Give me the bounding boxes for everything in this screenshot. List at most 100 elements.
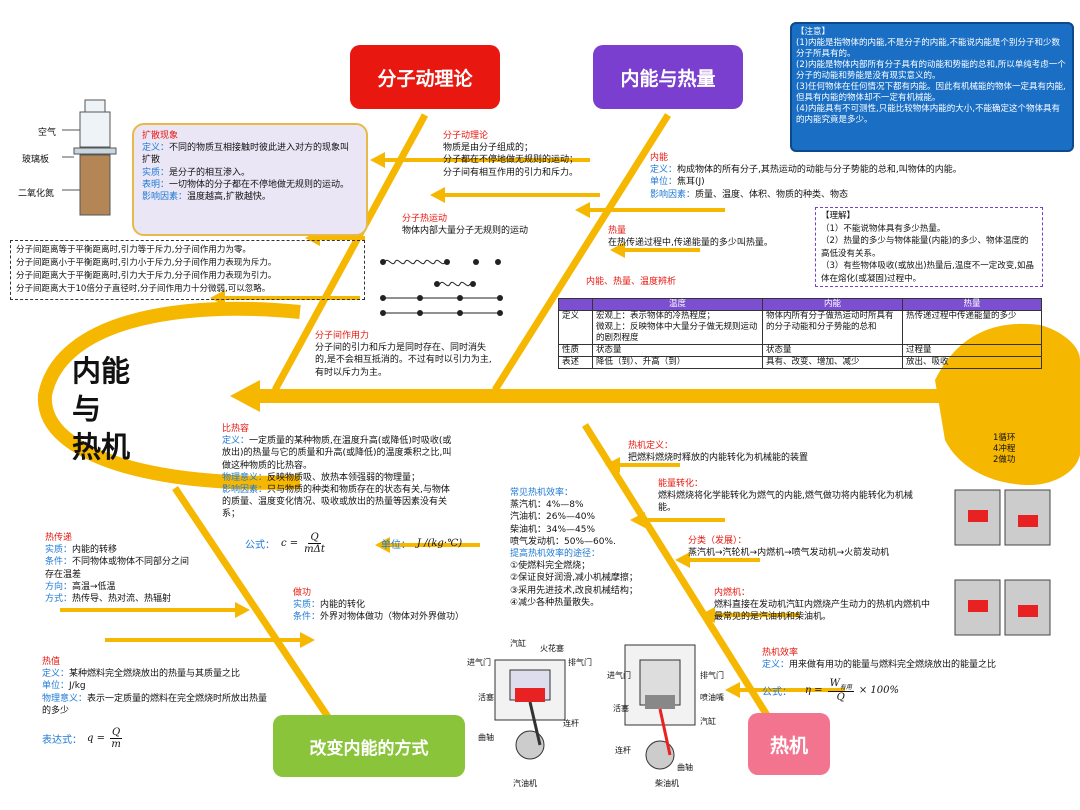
text: 燃料直接在发动机汽缸内燃烧产生动力的热机内燃机中最常见的是汽油机和柴油机。 <box>714 600 931 623</box>
list-item: 喷气发动机：50%—60%. <box>510 536 616 547</box>
heat-transfer-text: 热传递 实质：内能的转移 条件：不同物体或物体不同部分之间存在温差 方向：高温→… <box>45 532 195 605</box>
label: 方向： <box>45 581 73 592</box>
table-cell: 降低（到）、升高（到） <box>592 356 763 369</box>
gas-label-piston: 活塞 <box>478 693 494 702</box>
label: 影响因素： <box>142 192 188 203</box>
table-cell: 状态量 <box>592 344 763 357</box>
list-item: 蒸汽机：4%—8% <box>510 500 584 511</box>
label-air: 空气 <box>38 128 57 138</box>
table-cell: 物体内所有分子做热运动时所具有的分子动能和分子势能的总和 <box>762 310 903 345</box>
list-item: ①使燃料完全燃烧； <box>510 561 591 572</box>
label: 定义： <box>42 669 70 680</box>
formula-subscript: 有用 <box>839 684 852 691</box>
text-line: 分子间有相互作用的引力和斥力。 <box>443 167 579 178</box>
table-header: 热量 <box>902 298 1042 311</box>
formula-c: c = <box>281 538 299 549</box>
label: 条件： <box>293 612 321 623</box>
diffusion-shows: 一切物体的分子都在不停地做无规则的运动。 <box>169 179 350 190</box>
label: 定义： <box>762 660 790 671</box>
text: 反映物质吸、放热本领强弱的物理量； <box>267 472 421 483</box>
table-row: 性质 状态量 状态量 过程量 <box>558 344 1042 357</box>
table-cell: 状态量 <box>762 344 903 357</box>
label: 单位： <box>380 540 411 551</box>
label: 实质： <box>142 167 170 178</box>
diesel-engine-name: 柴油机 <box>655 779 679 788</box>
gas-label-spark-plug: 火花塞 <box>540 644 564 653</box>
list-item: ③采用先进技术,改良机械结构； <box>510 585 638 596</box>
fish-head <box>37 301 301 490</box>
heat-text: 热量 在热传递过程中,传递能量的多少叫热量。 <box>608 225 808 249</box>
text: 焦耳(J) <box>677 177 705 188</box>
engine-def-text: 热机定义： 把燃料燃烧时释放的内能转化为机械能的装置 <box>628 440 878 464</box>
label: 物理意义： <box>42 693 88 704</box>
section-title: 分子间作用力 <box>315 331 370 341</box>
ice-text: 内燃机： 燃料直接在发动机汽缸内燃烧产生动力的热机内燃机中最常见的是汽油机和柴油… <box>714 587 932 624</box>
text-line: 分子都在不停地做无规则的运动； <box>443 155 579 166</box>
label: 物理意义： <box>222 472 268 483</box>
section-title: 热量 <box>608 226 627 236</box>
diesel-label-injector: 喷油嘴 <box>700 693 724 702</box>
section-title: 分子动理论 <box>443 131 489 141</box>
text: 热传导、热对流、热辐射 <box>72 594 172 605</box>
energy-conversion-text: 能量转化： 燃料燃烧将化学能转化为燃气的内能,燃气做功将内能转化为机械能。 <box>658 478 913 515</box>
spine <box>250 389 950 403</box>
text: 蒸汽机→汽轮机→内燃机→喷气发动机→火箭发动机 <box>688 548 890 559</box>
text-line: （1）不能说物体具有多少热量。 <box>821 223 946 234</box>
label: 实质： <box>293 600 321 611</box>
text-line: 物体内部大量分子无规则的运动 <box>402 226 529 237</box>
gas-label-crank: 曲轴 <box>478 733 494 742</box>
formula-percent: × 100% <box>858 685 900 696</box>
table-cell: 热传递过程中传递能量的多少 <box>902 310 1042 345</box>
gas-engine-name: 汽油机 <box>513 779 537 788</box>
table-cell: 性质 <box>558 344 593 357</box>
table-row: 表述 降低（到）、升高（到） 具有、改变、增加、减少 放出、吸收 <box>558 356 1042 369</box>
center-title-line: 与 <box>72 392 102 426</box>
force-text: 分子间作用力 分子间的引力和斥力是同时存在、同时消失的,是不会相互抵消的。不过有… <box>315 330 495 379</box>
note-line: (1)内能是指物体的内能,不是分子的内能,不能说内能是个别分子和少数分子所具有的… <box>796 38 1060 59</box>
diffusion-def: 不同的物质互相接触时彼此进入对方的现象叫扩散 <box>142 143 350 166</box>
formula-q: q = <box>87 733 105 744</box>
text-line: 分子间距离等于平衡距离时,引力等于斥力,分子间作用力为零。 <box>16 245 251 255</box>
spine-arrow <box>230 380 260 412</box>
section-title: 提高热机效率的途径： <box>510 549 601 560</box>
gas-label-rod: 连杆 <box>563 719 579 728</box>
note-line: (3)任何物体在任何情况下都有内能。因此有机械能的物体一定具有内能,但具有内能的… <box>796 82 1066 103</box>
label: 方式： <box>45 594 73 605</box>
section-title: 内能 <box>650 153 669 163</box>
sub-bones <box>60 158 845 692</box>
label: 表达式： <box>42 735 82 746</box>
label: 定义： <box>222 436 250 447</box>
section-title: 做功 <box>293 588 312 598</box>
gas-label-cylinder: 汽缸 <box>510 639 526 648</box>
formula-eta: η = <box>805 685 823 696</box>
text: 质量、温度、体积、物质的种类、物态 <box>695 189 849 200</box>
table-cell: 定义 <box>558 310 593 345</box>
text-line: 分子间距离大于平衡距离时,引力大于斥力,分子间作用力表现为引力。 <box>16 271 277 281</box>
specific-heat-text: 比热容 定义：一定质量的某种物质,在温度升高(或降低)时吸收(或放出)的热量与它… <box>222 423 452 521</box>
table-row: 定义 宏观上：表示物体的冷热程度； 微观上：反映物体中大量分子做无规则运动的剧烈… <box>558 310 1042 345</box>
diesel-label-cylinder: 汽缸 <box>700 717 716 726</box>
diesel-label-intake: 进气门 <box>607 671 631 680</box>
diffusion-title: 扩散现象 <box>142 131 179 141</box>
label-no2: 二氧化氮 <box>18 189 55 199</box>
label: 公式： <box>245 540 275 551</box>
text-line: 2做功 <box>993 455 1016 465</box>
section-title: 热传递 <box>45 533 73 543</box>
table-cell: 具有、改变、增加、减少 <box>762 356 903 369</box>
label: 定义： <box>142 143 170 154</box>
note-heading: 【注意】 <box>796 27 831 37</box>
table-cell: 过程量 <box>902 344 1042 357</box>
text: 高温→低温 <box>72 581 116 592</box>
list-item: ②保证良好润滑,减小机械摩擦； <box>510 573 638 584</box>
stroke-labels: 1循环 4冲程 2做功 <box>993 433 1015 466</box>
text: 一定质量的某种物质,在温度升高(或降低)时吸收(或放出)的热量与它的质量和升高(… <box>222 436 452 471</box>
text: 内能的转化 <box>320 600 366 611</box>
label: 单位： <box>650 177 678 188</box>
text: 不同物体或物体不同部分之间存在温差 <box>45 557 190 580</box>
gas-jar-apparatus <box>62 99 117 216</box>
